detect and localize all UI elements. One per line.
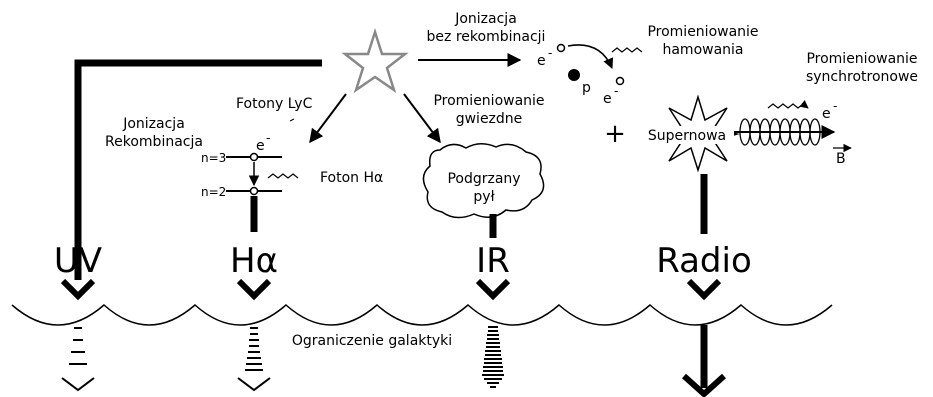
band-halpha: Hα [230, 241, 278, 281]
electron-label: e [537, 53, 546, 69]
halpha-wave-icon [267, 173, 299, 179]
stellar-rad-line2: gwiezdne [456, 111, 523, 127]
dust-line2: pył [473, 189, 494, 205]
recomb-electron-sup: - [266, 131, 270, 145]
synchrotron-line1: Promieniowanie [806, 51, 917, 67]
lyc-tick [289, 118, 295, 122]
lyc-photons-label: Fotony LyC [236, 96, 313, 112]
proton-icon [568, 69, 580, 81]
electron-out-sup: - [614, 84, 618, 98]
uv-chevron-icon [60, 278, 96, 301]
halpha-photon-label: Foton Hα [320, 170, 383, 186]
n2-electron-icon [249, 186, 259, 196]
dust-cloud-icon [422, 143, 545, 219]
synchrotron-electron-label: e [822, 106, 831, 122]
synchrotron-wave-icon [767, 99, 809, 109]
uv-attenuated-arrow [61, 327, 95, 392]
halpha-attenuated-arrow [237, 327, 271, 392]
electron-out-icon [615, 76, 625, 86]
galaxy-boundary-line [11, 304, 833, 326]
n3-electron-icon [249, 152, 259, 162]
galaxy-limit-label-bg [284, 330, 460, 350]
n2-label: n=2 [201, 185, 226, 199]
halpha-chevron-icon [236, 278, 272, 301]
galaxy-limit-label: Ograniczenie galaktyki [292, 333, 452, 349]
proton-label: p [582, 80, 591, 96]
synchrotron-line2: synchrotronowe [806, 69, 918, 85]
lyc-arrow [309, 93, 347, 144]
ionization-no-recomb-line2: bez rekombinacji [427, 29, 546, 45]
n3-label: n=3 [201, 151, 226, 165]
ionization-recomb-line2: Rekombinacja [105, 134, 203, 150]
radio-escape-chevron-icon [681, 373, 727, 397]
stellar-rad-arrow [403, 93, 441, 144]
radio-chevron-icon [686, 278, 722, 301]
electron-out-label: e [603, 91, 612, 107]
recomb-electron-label: e [256, 138, 265, 154]
band-ir: IR [476, 241, 510, 281]
ir-attenuated-arrow [482, 326, 504, 388]
stellar-rad-line1: Promieniowanie [433, 93, 544, 109]
band-uv: UV [54, 241, 102, 281]
synchrotron-electron-sup: - [833, 99, 837, 113]
electron-icon [556, 43, 566, 53]
bremsstrahlung-wave-icon [611, 47, 643, 53]
band-radio: Radio [656, 241, 752, 281]
ir-chevron-icon [475, 278, 511, 301]
bremsstrahlung-line1: Promieniowanie [647, 24, 758, 40]
supernova-label-bg [640, 126, 734, 144]
ionization-recomb-line1: Jonizacja [122, 116, 185, 132]
uv-path-line [74, 59, 322, 280]
bremsstrahlung-line2: hamowania [662, 42, 743, 58]
star-icon [341, 27, 409, 94]
electron-sup: - [548, 46, 552, 60]
bfield-label: B [836, 151, 846, 167]
dust-line1: Podgrzany [447, 171, 520, 187]
ionization-no-recomb-line1: Jonizacja [454, 11, 517, 27]
supernova-label: Supernowa [648, 128, 726, 144]
electron-trajectory [567, 44, 614, 69]
plus-sign: + [604, 119, 626, 149]
